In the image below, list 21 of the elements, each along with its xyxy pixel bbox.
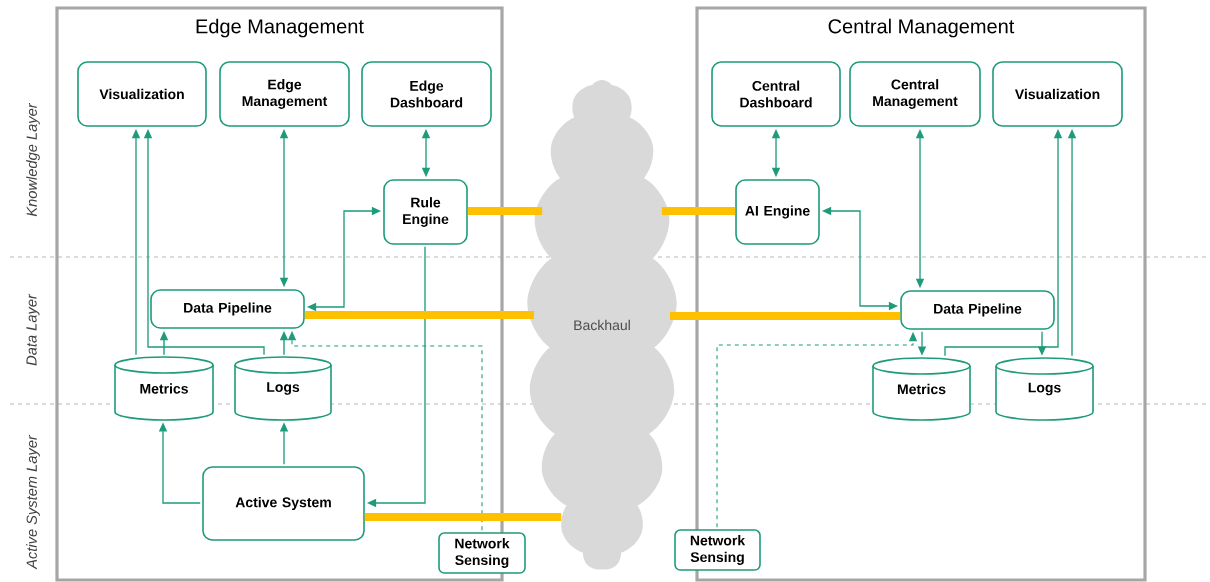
database-cylinder: Metrics <box>872 357 971 421</box>
process-box: Network Sensing <box>674 529 761 571</box>
process-box: Rule Engine <box>383 179 468 245</box>
process-box: Network Sensing <box>438 532 526 574</box>
layer-label: Knowledge Layer <box>26 102 40 217</box>
layer-label: Active System Layer <box>26 434 40 570</box>
process-box: Data Pipeline <box>900 290 1055 330</box>
layer-label: Data Layer <box>26 293 40 366</box>
process-box: Central Management <box>849 61 981 127</box>
process-box: Central Dashboard <box>711 61 841 127</box>
process-box: Visualization <box>77 61 207 127</box>
process-box: Active System <box>202 466 365 541</box>
database-cylinder: Logs <box>995 357 1094 421</box>
network-cloud: Backhaul <box>527 80 677 570</box>
process-box: AI Engine <box>735 179 820 245</box>
process-box: Data Pipeline <box>150 289 305 329</box>
process-box: Edge Dashboard <box>361 61 492 127</box>
process-box: Edge Management <box>219 61 350 127</box>
database-cylinder: Logs <box>234 356 332 421</box>
process-box: Visualization <box>992 61 1123 127</box>
database-cylinder: Metrics <box>114 356 214 421</box>
